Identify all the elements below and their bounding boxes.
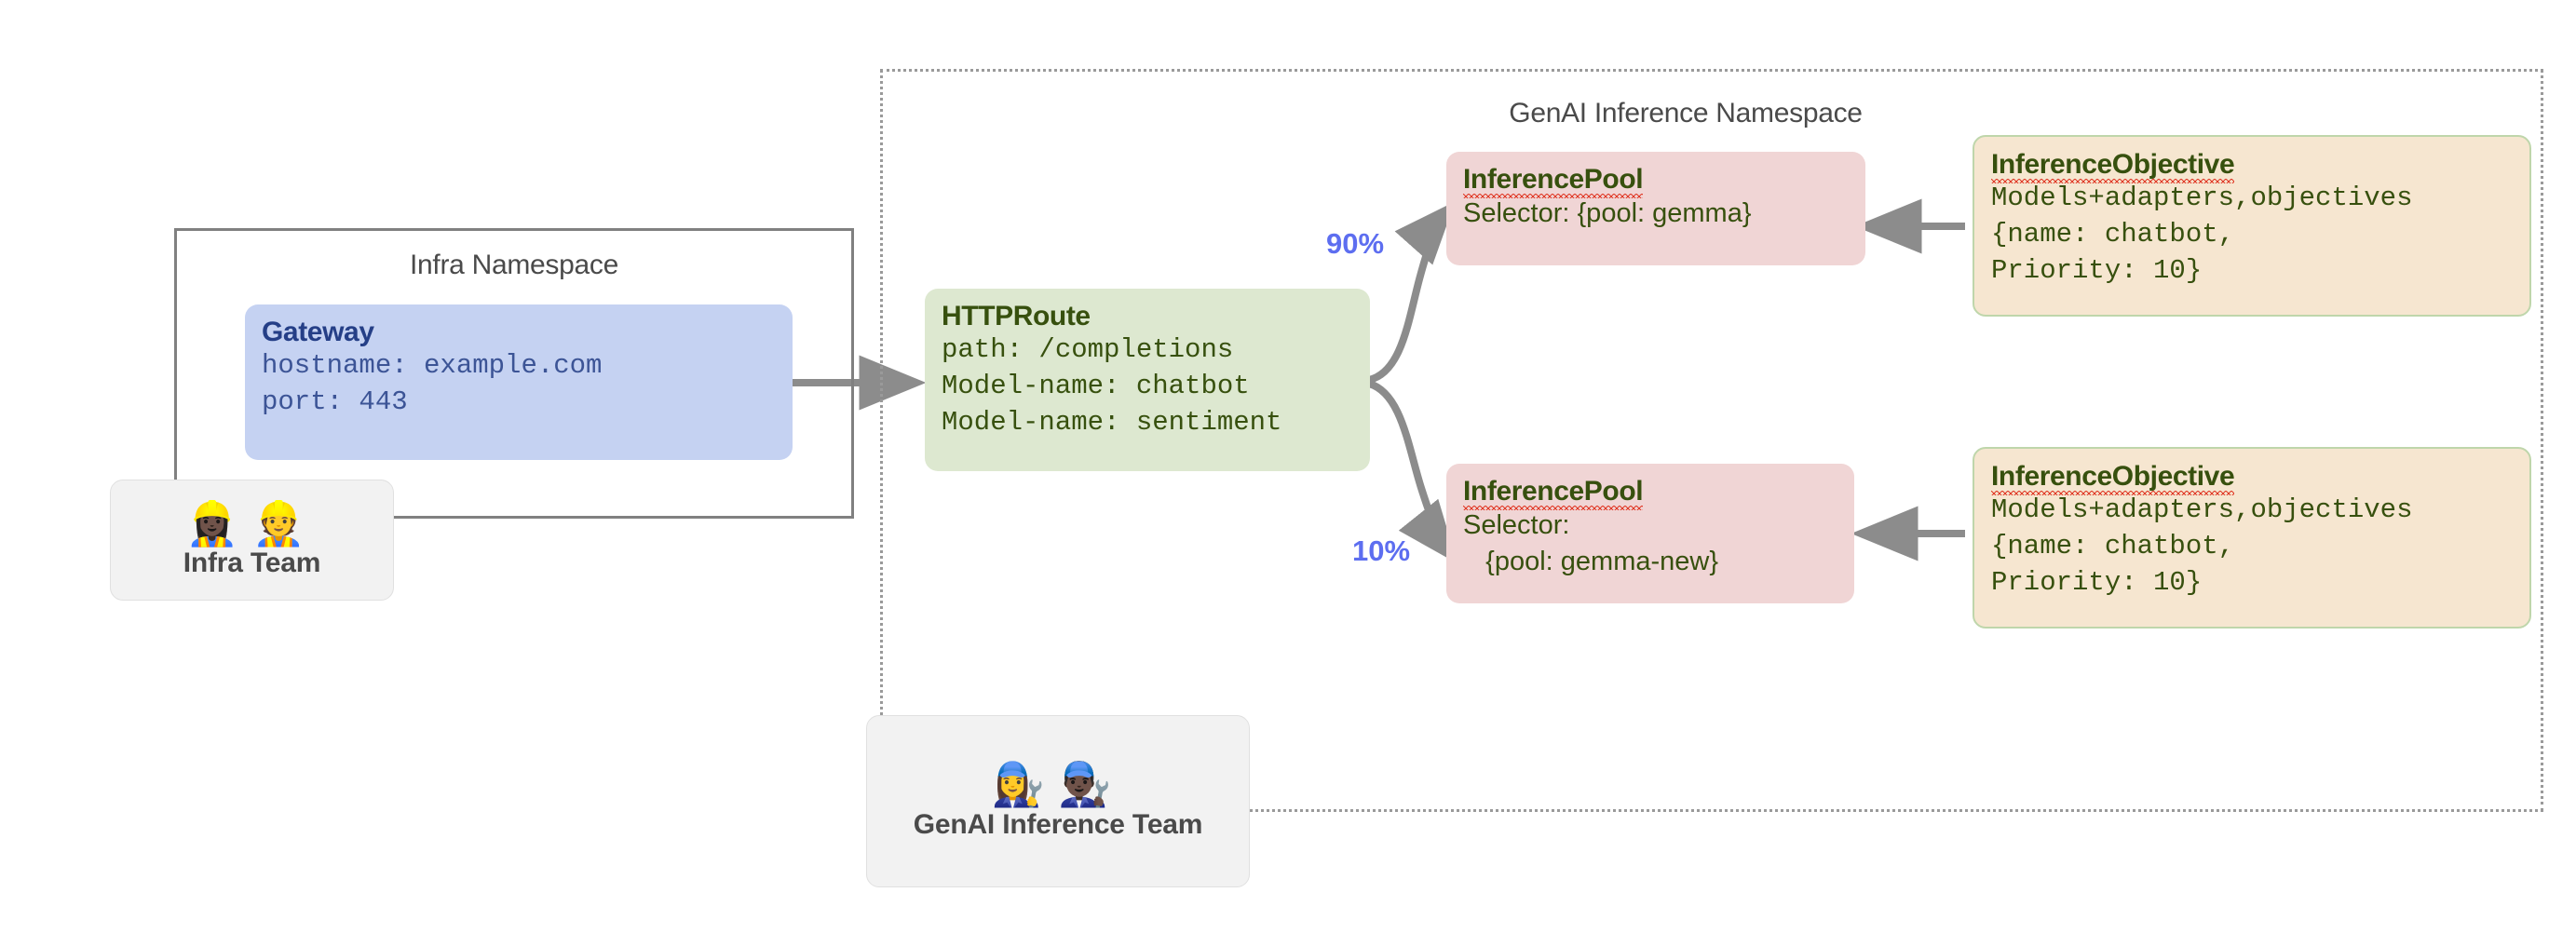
- inferenceobjective-top-priority-line: Priority: 10}: [1991, 254, 2203, 286]
- inferencepool-top-selector-line: Selector: {pool: gemma}: [1463, 198, 1752, 229]
- gateway-port-line: port: 443: [262, 385, 408, 417]
- infra-namespace-container: [174, 228, 854, 519]
- genai-team-card[interactable]: 👩‍🔧👨🏿‍🔧 GenAI Inference Team: [866, 715, 1250, 887]
- gateway-hostname-line: hostname: example.com: [262, 350, 603, 382]
- httproute-model-sentiment-line: Model-name: sentiment: [942, 406, 1282, 438]
- infra-namespace-title: Infra Namespace: [410, 250, 618, 280]
- inferencepool-bottom-selector-line: Selector:: [1463, 510, 1570, 541]
- inferenceobjective-bottom-priority-line: Priority: 10}: [1991, 566, 2203, 598]
- inferencepool-top-node[interactable]: InferencePool Selector: {pool: gemma}: [1446, 152, 1865, 265]
- inferencepool-bottom-title: InferencePool: [1463, 476, 1644, 511]
- gateway-node[interactable]: Gateway hostname: example.com port: 443: [245, 304, 793, 460]
- inferenceobjective-top-models-line: Models+adapters,objectives: [1991, 183, 2413, 214]
- edge-label-10-percent: 10%: [1352, 534, 1411, 567]
- httproute-node[interactable]: HTTPRoute path: /completions Model-name:…: [925, 289, 1370, 471]
- httproute-model-chatbot-line: Model-name: chatbot: [942, 370, 1250, 401]
- inferenceobjective-top-node[interactable]: InferenceObjective Models+adapters,objec…: [1973, 135, 2531, 317]
- inferenceobjective-bottom-title: InferenceObjective: [1991, 461, 2235, 496]
- inferenceobjective-top-title: InferenceObjective: [1991, 149, 2235, 184]
- inferenceobjective-bottom-models-line: Models+adapters,objectives: [1991, 494, 2413, 526]
- inferenceobjective-bottom-node[interactable]: InferenceObjective Models+adapters,objec…: [1973, 447, 2531, 629]
- inferenceobjective-top-name-line: {name: chatbot,: [1991, 218, 2235, 250]
- httproute-path-line: path: /completions: [942, 334, 1234, 366]
- infra-team-label: Infra Team: [183, 548, 321, 579]
- inferencepool-bottom-selector-value-line: {pool: gemma-new}: [1463, 546, 1719, 576]
- httproute-title: HTTPRoute: [942, 301, 1091, 331]
- edge-label-90-percent: 90%: [1326, 227, 1385, 260]
- infra-team-avatars: 👷🏿‍♀️👷: [185, 497, 319, 548]
- inferencepool-bottom-node[interactable]: InferencePool Selector: {pool: gemma-new…: [1446, 464, 1854, 603]
- genai-team-label: GenAI Inference Team: [913, 808, 1203, 840]
- genai-namespace-container: [880, 69, 2543, 812]
- genai-namespace-title: GenAI Inference Namespace: [1509, 98, 1863, 128]
- infra-team-card[interactable]: 👷🏿‍♀️👷 Infra Team: [110, 480, 394, 601]
- gateway-title: Gateway: [262, 317, 374, 347]
- inferenceobjective-bottom-name-line: {name: chatbot,: [1991, 530, 2235, 561]
- genai-team-avatars: 👩‍🔧👨🏿‍🔧: [991, 759, 1125, 810]
- inferencepool-top-title: InferencePool: [1463, 164, 1644, 199]
